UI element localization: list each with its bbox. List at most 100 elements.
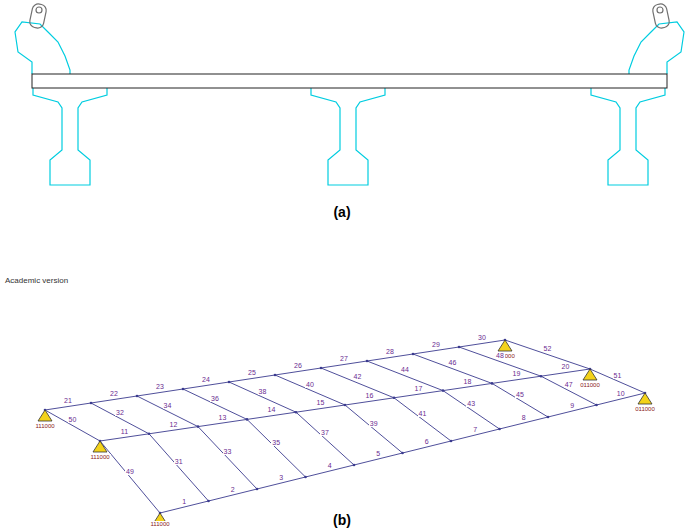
grillage-member bbox=[45, 403, 91, 410]
member-number: 25 bbox=[247, 369, 257, 376]
right-barrier bbox=[629, 3, 684, 74]
member-number: 22 bbox=[109, 390, 119, 397]
grillage-joint bbox=[412, 353, 415, 356]
grillage-joint bbox=[197, 425, 200, 428]
grillage-joint bbox=[353, 464, 356, 467]
member-number: 43 bbox=[466, 400, 476, 407]
member-number: 51 bbox=[613, 372, 623, 379]
member-number: 9 bbox=[569, 402, 575, 409]
member-number: 47 bbox=[564, 381, 574, 388]
support-symbol bbox=[638, 393, 652, 404]
grillage-member bbox=[394, 398, 451, 441]
member-number: 23 bbox=[155, 383, 165, 390]
member-number: 37 bbox=[320, 429, 330, 436]
grillage-member bbox=[345, 405, 403, 453]
member-number: 4 bbox=[327, 462, 333, 469]
grillage-joint bbox=[136, 395, 139, 398]
support-symbol bbox=[38, 410, 52, 421]
member-number: 3 bbox=[278, 474, 284, 481]
member-number: 21 bbox=[63, 397, 73, 404]
grillage-joint bbox=[246, 418, 249, 421]
member-number: 10 bbox=[616, 390, 626, 397]
grillage-joint bbox=[207, 500, 210, 503]
grillage-joint bbox=[304, 476, 307, 479]
figure-label: (a) bbox=[333, 205, 350, 219]
support-code: 011000 bbox=[634, 406, 656, 412]
grillage-member bbox=[149, 434, 209, 501]
grillage-joint bbox=[274, 374, 277, 377]
grillage-joint bbox=[540, 375, 543, 378]
member-number: 31 bbox=[174, 458, 184, 465]
member-number: 42 bbox=[353, 373, 363, 380]
grillage-member bbox=[505, 340, 590, 369]
figure-label: (b) bbox=[333, 513, 351, 527]
grillage-member bbox=[137, 396, 198, 427]
grillage-member bbox=[367, 361, 443, 391]
member-number: 36 bbox=[210, 395, 220, 402]
grillage-joint bbox=[366, 360, 369, 363]
grillage-member bbox=[91, 396, 137, 403]
member-number: 15 bbox=[316, 399, 326, 406]
support-code: 111000 bbox=[89, 454, 110, 460]
member-number: 19 bbox=[512, 370, 522, 377]
member-number: 50 bbox=[68, 416, 78, 423]
member-number: 30 bbox=[477, 334, 487, 341]
member-number: 5 bbox=[375, 450, 381, 457]
grillage-member bbox=[367, 354, 413, 361]
grillage-member bbox=[443, 391, 500, 429]
grillage-member bbox=[321, 361, 367, 368]
member-number: 12 bbox=[169, 421, 179, 428]
member-number: 20 bbox=[561, 363, 571, 370]
member-number: 45 bbox=[515, 391, 525, 398]
cross-section bbox=[15, 3, 684, 185]
grillage-member bbox=[459, 347, 541, 376]
grillage-joint bbox=[491, 382, 494, 385]
member-number: 38 bbox=[258, 388, 268, 395]
grillage-joint bbox=[458, 346, 461, 349]
grillage-member bbox=[198, 427, 257, 489]
member-number: 46 bbox=[448, 359, 458, 366]
grillage-model bbox=[38, 339, 652, 524]
grillage-member bbox=[296, 412, 354, 465]
member-number: 48 bbox=[495, 352, 505, 359]
member-number: 24 bbox=[201, 376, 211, 383]
support-code: 011000 bbox=[579, 382, 601, 388]
member-number: 26 bbox=[293, 362, 303, 369]
member-number: 18 bbox=[463, 378, 473, 385]
member-number: 28 bbox=[385, 348, 395, 355]
support-symbol bbox=[583, 369, 597, 380]
member-number: 13 bbox=[218, 414, 228, 421]
grillage-member bbox=[459, 340, 505, 347]
grillage-member bbox=[229, 382, 296, 412]
grillage-member bbox=[100, 441, 160, 513]
grillage-joint bbox=[547, 416, 550, 419]
grillage-joint bbox=[401, 452, 404, 455]
member-number: 35 bbox=[271, 439, 281, 446]
grillage-joint bbox=[344, 404, 347, 407]
grillage-member bbox=[137, 389, 183, 396]
member-number: 17 bbox=[414, 385, 424, 392]
member-number: 2 bbox=[230, 486, 236, 493]
support-code: 111000 bbox=[34, 423, 55, 429]
member-number: 40 bbox=[305, 381, 315, 388]
grillage-member bbox=[413, 354, 492, 383]
grillage-joint bbox=[595, 404, 598, 407]
support-symbol bbox=[498, 340, 512, 351]
grillage-member bbox=[413, 347, 459, 354]
grillage-joint bbox=[228, 381, 231, 384]
grillage-member bbox=[183, 389, 247, 419]
member-number: 11 bbox=[120, 428, 129, 435]
grillage-joint bbox=[182, 388, 185, 391]
grillage-joint bbox=[295, 411, 298, 414]
grillage-joint bbox=[90, 402, 93, 405]
member-number: 27 bbox=[339, 355, 349, 362]
member-number: 7 bbox=[472, 426, 478, 433]
member-number: 29 bbox=[431, 341, 441, 348]
member-number: 33 bbox=[223, 448, 233, 455]
grillage-joint bbox=[320, 367, 323, 370]
member-number: 34 bbox=[163, 402, 173, 409]
member-number: 32 bbox=[115, 409, 125, 416]
watermark: Academic version bbox=[5, 277, 68, 285]
grillage-joint bbox=[393, 397, 396, 400]
